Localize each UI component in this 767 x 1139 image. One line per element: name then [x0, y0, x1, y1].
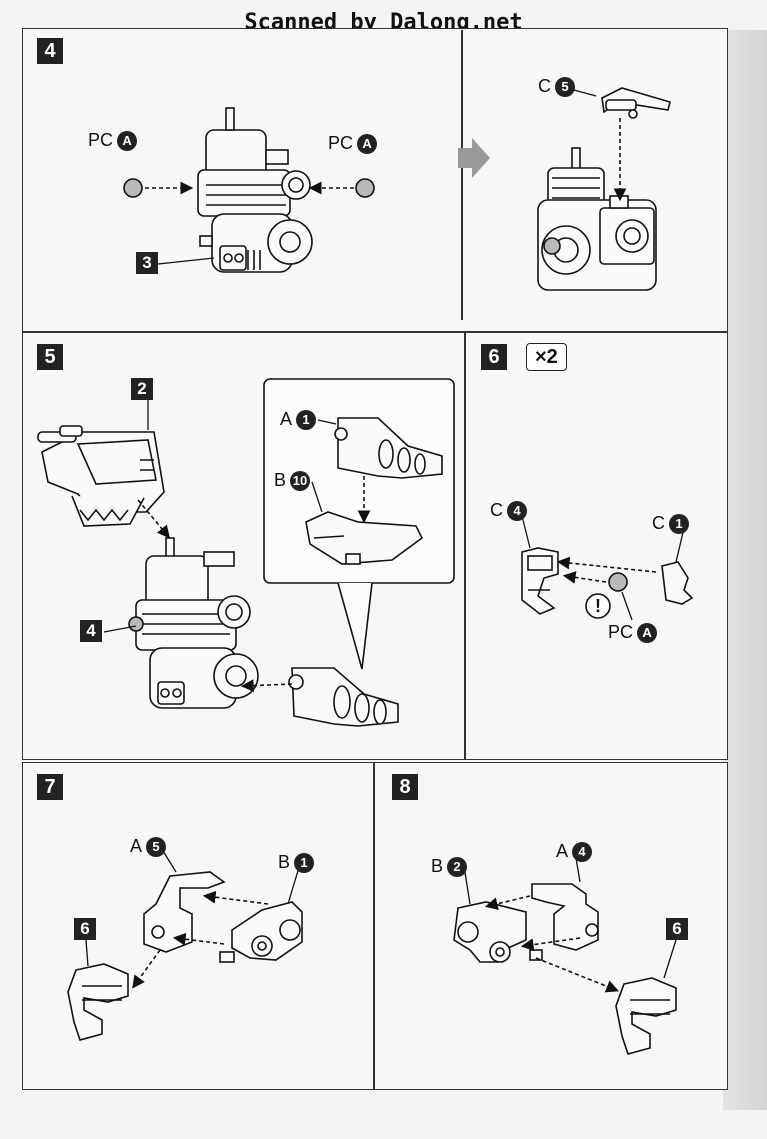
step-4-pc-left-label: PC A: [88, 130, 138, 151]
step-8-b2-label: B 2: [431, 856, 468, 877]
step-4-divider: [461, 30, 463, 320]
part-1-circle: 1: [294, 852, 315, 873]
step-4-subassembly-3: 3: [136, 252, 158, 274]
step-4-body-part: [197, 107, 313, 273]
step-5-subassembly-4: 4: [80, 620, 102, 642]
part-4-circle: 4: [572, 841, 593, 862]
step-5-head-part: [37, 425, 165, 527]
part-a-circle: A: [117, 130, 138, 151]
step-5-number: 5: [37, 344, 63, 370]
part-2-circle: 2: [447, 856, 468, 877]
step-6-multiplier: ×2: [526, 343, 567, 371]
step-6-part-c4: [521, 547, 559, 615]
pc-text: PC: [88, 130, 114, 150]
step-7-a5-label: A 5: [130, 836, 167, 857]
step-7-part-a5: [143, 871, 226, 953]
step-4-detail-part: [537, 87, 671, 291]
step-8-part-6: [615, 977, 677, 1055]
c-text: C: [490, 500, 503, 520]
step-7-part-6: [67, 963, 129, 1041]
step-7-subassembly-6: 6: [74, 918, 96, 940]
step-6-pc-label: PC A: [608, 622, 658, 643]
step-8-number: 8: [392, 774, 418, 800]
b-text: B: [274, 470, 287, 490]
step-6-c1-label: C 1: [652, 513, 689, 534]
step-7-number: 7: [37, 774, 63, 800]
c-text: C: [652, 513, 665, 533]
step-5-body-part: [128, 537, 259, 709]
step-6-frame: [465, 332, 728, 760]
step-5-a1-label: A 1: [280, 409, 317, 430]
step-4-number: 4: [37, 38, 63, 64]
part-1-circle: 1: [296, 409, 317, 430]
pc-text: PC: [608, 622, 634, 642]
a-text: A: [556, 841, 569, 861]
part-5-circle: 5: [146, 836, 167, 857]
step-5-b10-label: B 10: [274, 470, 311, 491]
part-a-circle: A: [637, 622, 658, 643]
caution-icon: !: [595, 596, 601, 616]
step-5-leg-part: [288, 667, 399, 727]
step-8-part-a4: [531, 883, 599, 951]
step-8-part-b2: [453, 901, 543, 963]
c-text: C: [538, 76, 551, 96]
part-10-circle: 10: [290, 470, 311, 491]
page-edge-strip: [723, 30, 767, 1110]
step-5-subassembly-2: 2: [131, 378, 153, 400]
step-7-part-b1: [219, 901, 303, 963]
step-4-c5-label: C 5: [538, 76, 575, 97]
step-8-a4-label: A 4: [556, 841, 593, 862]
step-8-subassembly-6: 6: [666, 918, 688, 940]
step-6-c4-label: C 4: [490, 500, 527, 521]
step-5-inset-part-a: [334, 417, 443, 479]
b-text: B: [431, 856, 444, 876]
pc-text: PC: [328, 133, 354, 153]
part-4-circle: 4: [507, 500, 527, 521]
step-7-b1-label: B 1: [278, 852, 315, 873]
part-5-circle: 5: [555, 76, 575, 97]
a-text: A: [130, 836, 143, 856]
part-1-circle: 1: [669, 513, 689, 534]
a-text: A: [280, 409, 293, 429]
b-text: B: [278, 852, 291, 872]
part-a-circle: A: [357, 133, 378, 154]
step-4-pc-right-label: PC A: [328, 133, 378, 154]
step-6-part-c1: [661, 561, 694, 605]
step-6-number: 6: [481, 344, 507, 370]
step-5-inset-part-b: [305, 511, 424, 565]
